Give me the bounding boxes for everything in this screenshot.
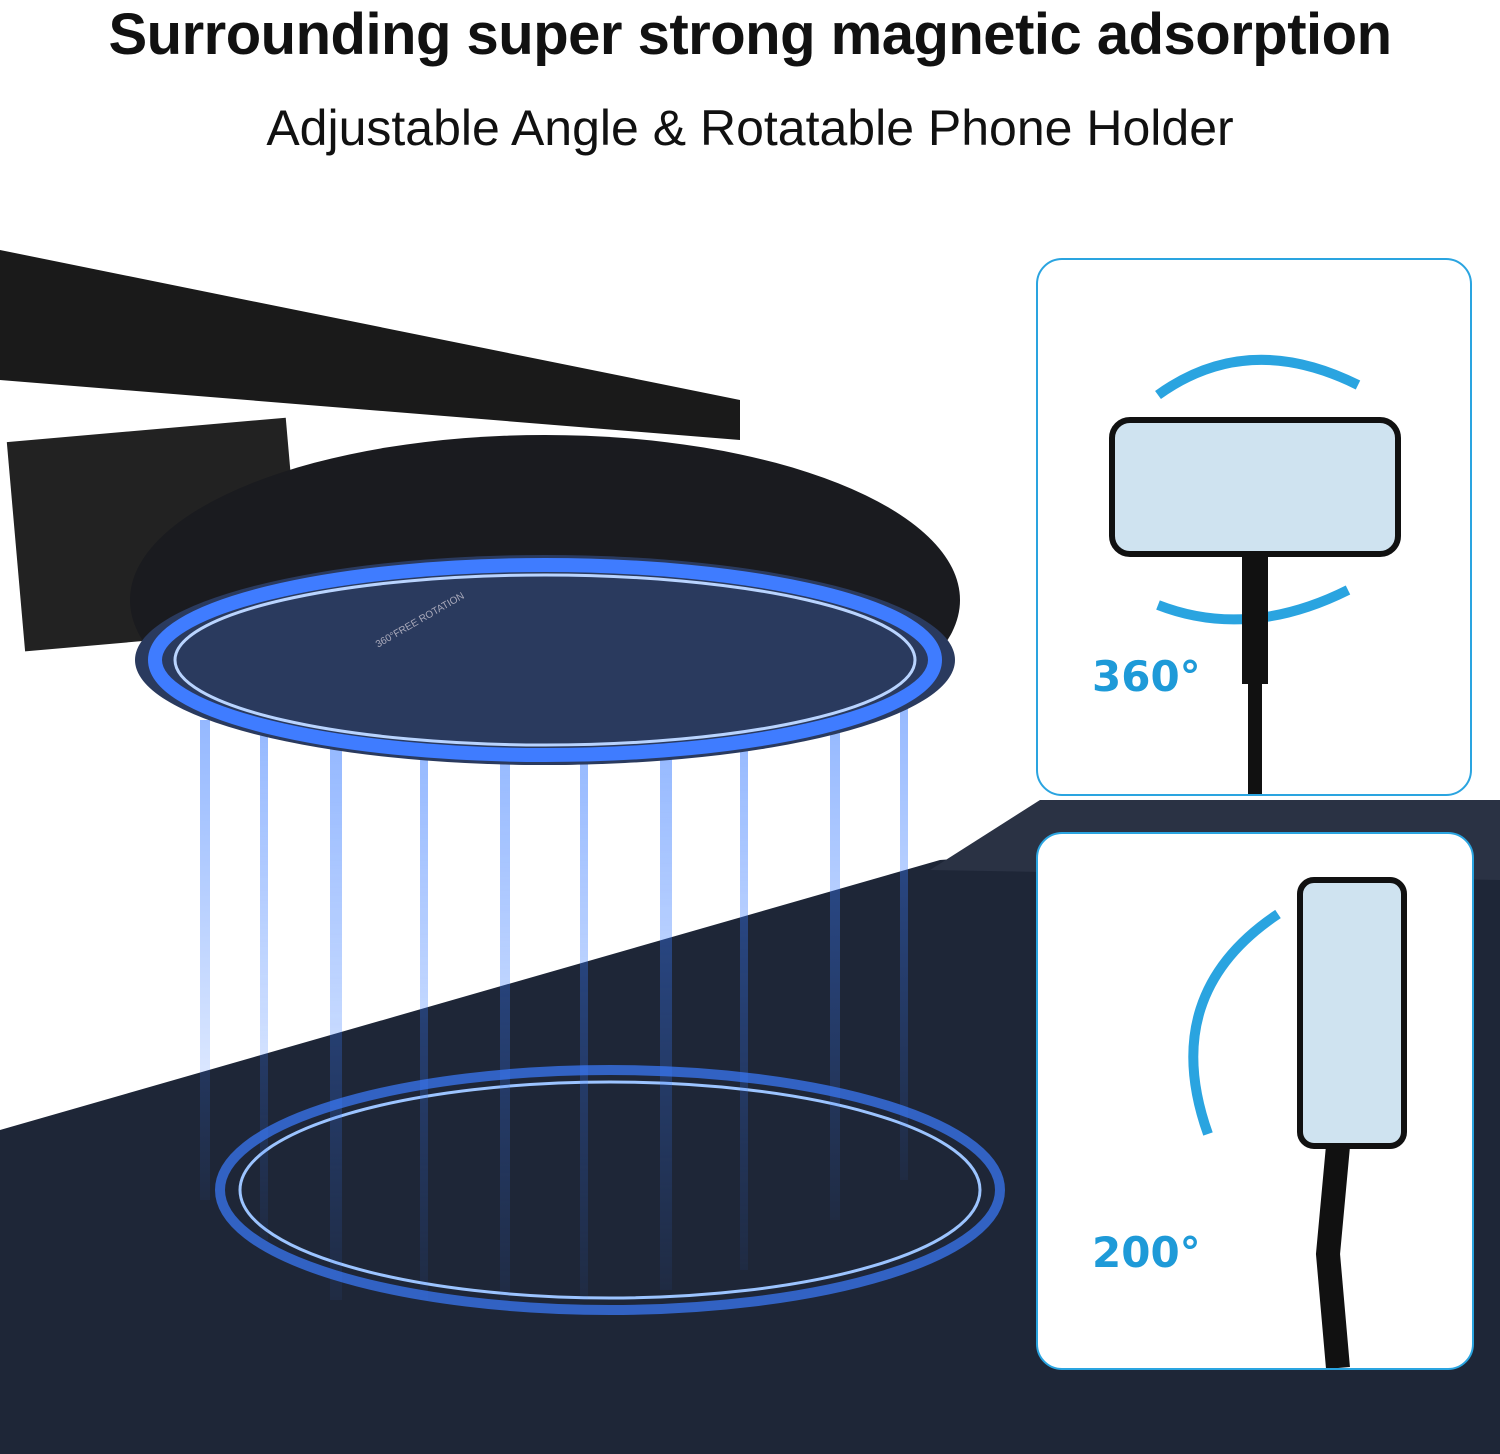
rotation-200-illustration	[1188, 877, 1407, 1368]
rotation-360-panel: 360°	[1036, 258, 1472, 796]
phone-icon	[1297, 877, 1407, 1149]
rotation-360-illustration	[1109, 354, 1401, 794]
rotation-200-label: 200°	[1092, 1228, 1201, 1277]
rotate-arrow-icon	[1188, 909, 1281, 1136]
magnetic-ring-bottom	[215, 1065, 1005, 1315]
magnetic-beams	[200, 700, 908, 1310]
rotation-360-label: 360°	[1092, 652, 1201, 701]
selfie-stick-mount	[0, 250, 960, 765]
phone-icon	[1109, 417, 1401, 557]
headline: Surrounding super strong magnetic adsorp…	[108, 2, 1392, 67]
rotation-200-panel: 200°	[1036, 832, 1474, 1370]
rotate-arrow-icon	[1155, 354, 1361, 400]
subheadline: Adjustable Angle & Rotatable Phone Holde…	[266, 100, 1234, 156]
